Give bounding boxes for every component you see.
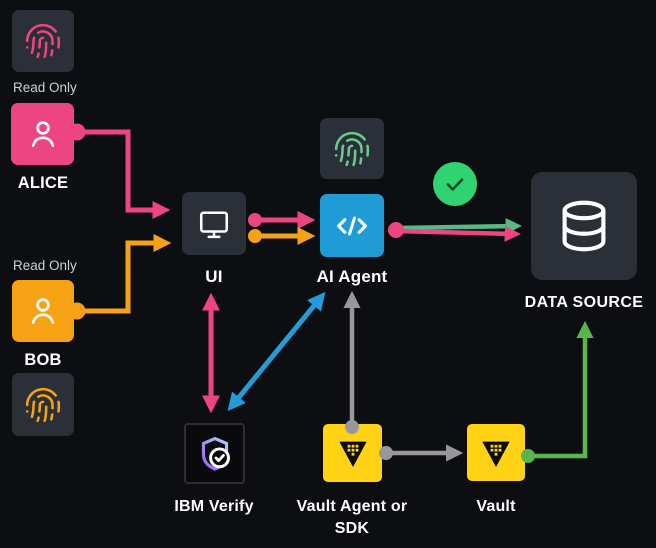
vault-icon — [338, 441, 367, 467]
edge-alice-to-ui — [77, 129, 171, 219]
edge-dot-ui-pink — [248, 213, 262, 227]
agent-fingerprint-tile — [320, 118, 384, 179]
person-icon — [31, 121, 54, 147]
alice-read-only-caption: Read Only — [13, 80, 77, 95]
bob-fingerprint-tile — [12, 373, 74, 436]
fingerprint-icon — [25, 23, 60, 59]
data-source-node — [531, 172, 637, 280]
data-source-label: DATA SOURCE — [524, 294, 644, 311]
alice-node — [11, 103, 74, 165]
vault-agent-node — [323, 424, 382, 482]
bob-read-only-caption: Read Only — [13, 258, 77, 273]
ui-label: UI — [205, 267, 223, 286]
code-icon — [337, 216, 367, 235]
database-icon — [562, 200, 606, 252]
alice-fingerprint-tile — [12, 10, 74, 72]
check-icon — [446, 178, 464, 191]
edge-agent-to-datasource-pink — [395, 225, 521, 242]
edge-dot-agent — [388, 222, 404, 238]
fingerprint-icon — [25, 387, 60, 422]
approved-check-badge — [433, 162, 477, 206]
shield-check-icon — [201, 436, 230, 471]
vault-agent-label: Vault Agent or SDK — [296, 498, 408, 537]
edge-agent-to-datasource-green — [397, 218, 522, 235]
person-icon — [31, 298, 55, 324]
bob-node — [12, 280, 74, 342]
edge-agent-verify-blue — [227, 291, 326, 412]
edge-vault-to-datasource — [528, 320, 594, 459]
fingerprint-icon — [334, 131, 369, 166]
vault-icon — [482, 441, 510, 467]
ibm-verify-node — [184, 423, 245, 484]
ai-agent-label: AI Agent — [316, 267, 388, 286]
ibm-verify-label: IBM Verify — [174, 498, 254, 515]
ui-node — [182, 192, 246, 255]
vault-node — [467, 424, 525, 481]
edge-dot-ui-orange — [248, 229, 262, 243]
ai-agent-node — [320, 194, 384, 257]
vault-label: Vault — [476, 498, 516, 515]
bob-label: BOB — [24, 351, 62, 369]
edge-bob-to-ui — [77, 234, 172, 314]
monitor-icon — [199, 210, 229, 238]
alice-label: ALICE — [17, 174, 69, 192]
